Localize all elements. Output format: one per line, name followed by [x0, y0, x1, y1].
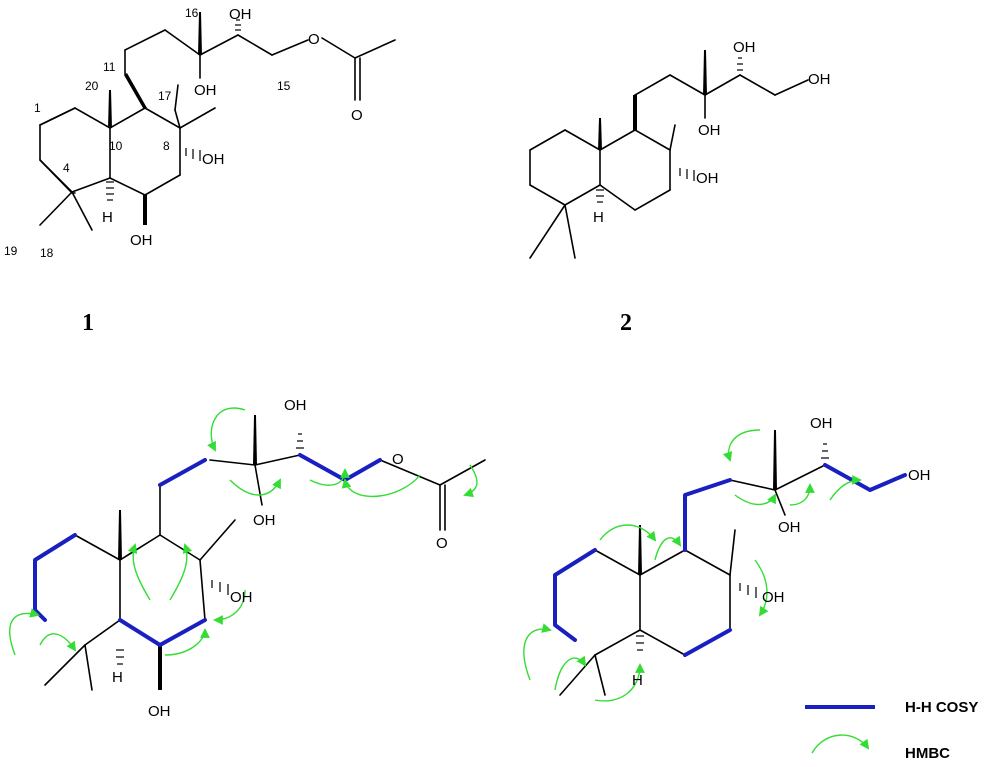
atom-number-17: 17 [158, 89, 172, 103]
hydroxyl-label: OH [762, 589, 785, 606]
atom-number-4: 4 [63, 161, 70, 175]
legend: H-H COSY HMBC [805, 699, 978, 762]
cosy-legend-label: H-H COSY [905, 699, 978, 716]
hydroxyl-label: OH [230, 589, 253, 606]
atom-number-15: 15 [277, 79, 291, 93]
hydroxyl-label: OH [253, 512, 276, 529]
carbonyl-oxygen-label: O [351, 107, 363, 124]
ester-oxygen-label: O [308, 31, 320, 48]
hydroxyl-label: OH [733, 39, 756, 56]
hydroxyl-label: OH [194, 82, 217, 99]
hydrogen-label: H [593, 209, 604, 226]
compound-2-correlations: OH OH OH OH H [523, 415, 931, 702]
atom-number-11: 11 [103, 60, 116, 74]
compound-1-structure: 20 1 10 4 19 18 11 17 8 16 15 OH OH OH O… [4, 6, 396, 336]
hydroxyl-label: OH [908, 467, 931, 484]
compound-2-structure: OH OH OH OH H 2 [529, 39, 831, 336]
hydroxyl-label: OH [810, 415, 833, 432]
hydroxyl-label: OH [202, 151, 225, 168]
hydroxyl-label: OH [778, 519, 801, 536]
hydroxyl-label: OH [698, 122, 721, 139]
hydroxyl-label: OH [808, 71, 831, 88]
atom-number-8: 8 [163, 139, 170, 153]
compound-number-1: 1 [82, 310, 94, 336]
hydroxyl-label: OH [148, 703, 171, 720]
atom-number-10: 10 [109, 139, 123, 153]
hydrogen-label: H [102, 209, 113, 226]
ester-oxygen-label: O [392, 451, 404, 468]
atom-number-18: 18 [40, 246, 54, 260]
hydrogen-label: H [112, 669, 123, 686]
hmbc-legend-swatch [811, 734, 870, 754]
hydrogen-label: H [632, 672, 643, 689]
atom-number-16: 16 [185, 6, 199, 20]
compound-number-2: 2 [620, 310, 632, 336]
hydroxyl-label: OH [130, 232, 153, 249]
hydroxyl-label: OH [284, 397, 307, 414]
atom-number-19: 19 [4, 244, 18, 258]
hydroxyl-label: OH [696, 170, 719, 187]
hydroxyl-label: OH [229, 6, 252, 23]
carbonyl-oxygen-label: O [436, 535, 448, 552]
hmbc-legend-label: HMBC [905, 745, 950, 762]
atom-number-20: 20 [85, 79, 99, 93]
compound-1-correlations: OH OH OH OH H O O [9, 397, 486, 720]
atom-number-1: 1 [34, 101, 41, 115]
